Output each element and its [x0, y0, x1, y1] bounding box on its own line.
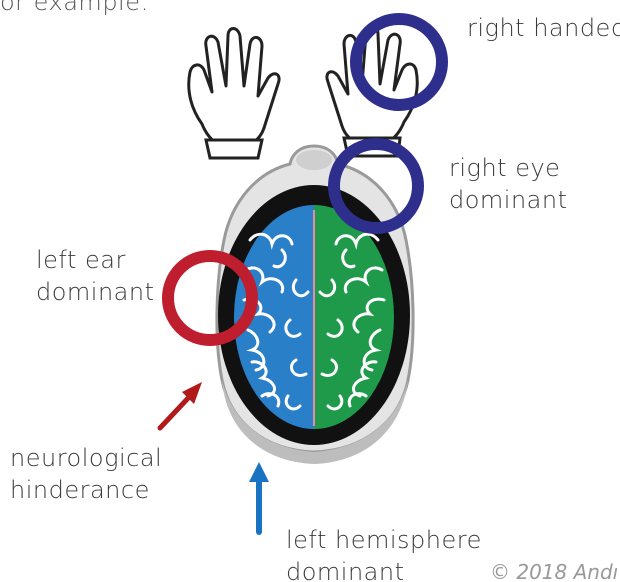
label-neuro-line2: hinderance	[10, 474, 162, 506]
label-left-ear-line1: left ear	[36, 244, 155, 276]
label-neurological-hinderance: neurological hinderance	[10, 442, 162, 506]
label-left-hemisphere-dominant: left hemisphere dominant	[286, 524, 482, 582]
label-left-hem-line1: left hemisphere	[286, 524, 482, 556]
label-right-eye-dominant: right eye dominant	[449, 152, 568, 216]
label-right-eye-line1: right eye	[449, 152, 568, 184]
intro-text: or example:	[0, 0, 149, 18]
hinderance-arrow	[160, 382, 202, 428]
label-left-ear-dominant: left ear dominant	[36, 244, 155, 308]
label-right-handed-text: right handed	[467, 12, 620, 44]
label-right-eye-line2: dominant	[449, 184, 568, 216]
label-right-handed: right handed	[467, 12, 620, 44]
label-neuro-line1: neurological	[10, 442, 162, 474]
label-left-hem-line2: dominant	[286, 556, 482, 582]
copyright-notice: © 2018 Andı	[490, 560, 618, 582]
label-left-ear-line2: dominant	[36, 276, 155, 308]
left-hand-icon	[189, 29, 279, 159]
hemisphere-arrow	[249, 462, 269, 532]
